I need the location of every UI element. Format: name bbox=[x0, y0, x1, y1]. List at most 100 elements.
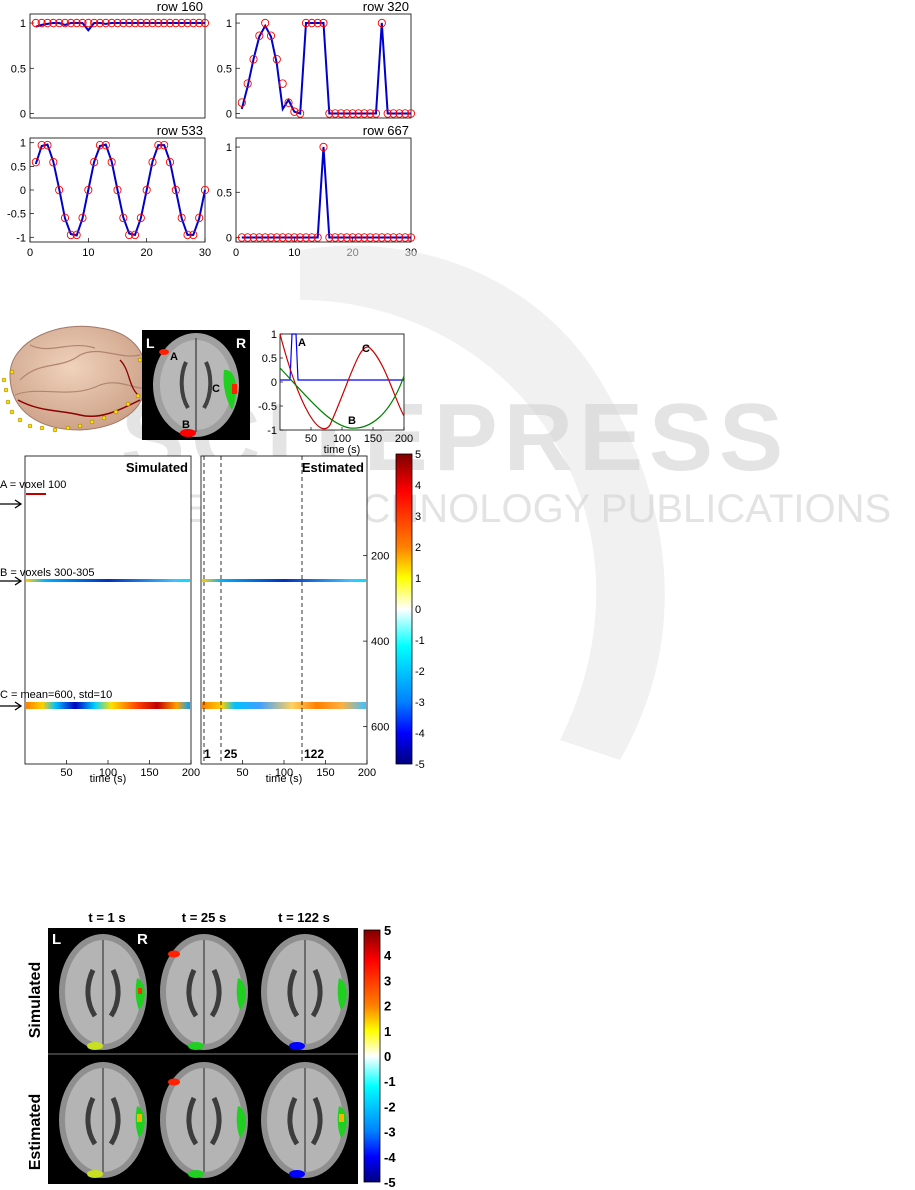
brain-slice bbox=[261, 1062, 349, 1178]
region-b bbox=[87, 1170, 103, 1178]
slice-label-c: C bbox=[212, 383, 220, 395]
colorbar-tick-label: 3 bbox=[384, 973, 391, 988]
simulated-point bbox=[336, 233, 346, 242]
y-tick-label: -0.5 bbox=[7, 209, 26, 221]
colorbar-tick-label: -1 bbox=[384, 1074, 396, 1089]
simulated-point bbox=[313, 18, 322, 28]
x-tick-label: 100 bbox=[275, 767, 293, 779]
region-b bbox=[188, 1170, 204, 1178]
simulated-point bbox=[177, 18, 186, 28]
simulated-point bbox=[331, 109, 340, 118]
estimated-series-line bbox=[34, 143, 206, 237]
brain-slice bbox=[59, 1062, 147, 1178]
simulated-point bbox=[383, 109, 392, 118]
y-tick-label: 0.5 bbox=[217, 63, 232, 75]
ventricles bbox=[85, 968, 121, 1018]
simulated-point bbox=[237, 233, 246, 242]
colorbar-tick-label: -4 bbox=[415, 728, 425, 740]
simulated-point bbox=[177, 213, 186, 223]
simulated-point bbox=[243, 79, 252, 88]
estimated-xlabel: time (s) bbox=[266, 773, 303, 785]
simulated-point bbox=[142, 185, 151, 195]
x-tick-label: 0 bbox=[233, 247, 239, 259]
simulated-point bbox=[60, 18, 70, 28]
simulated-title: Simulated bbox=[126, 460, 188, 475]
colorbar-tick-label: 4 bbox=[384, 948, 392, 963]
simulated-point bbox=[49, 157, 58, 167]
colorbar-tick-label: -3 bbox=[415, 697, 425, 709]
series-a-line bbox=[280, 333, 404, 381]
simulated-point bbox=[95, 140, 105, 150]
estimated-series-line bbox=[35, 22, 205, 32]
simulated-point bbox=[84, 185, 93, 195]
simulated-point bbox=[325, 109, 334, 118]
bottom-label-l: L bbox=[52, 931, 61, 948]
simulated-point bbox=[348, 233, 357, 242]
series-b-label: B bbox=[348, 415, 356, 427]
brain-slice bbox=[59, 934, 147, 1050]
simulated-point bbox=[183, 18, 192, 28]
simulated-point bbox=[290, 233, 299, 242]
y-tick-label: 200 bbox=[371, 551, 389, 563]
vline-1: 1 bbox=[204, 747, 211, 761]
brain-slice bbox=[160, 1062, 248, 1178]
x-tick-label: 0 bbox=[27, 247, 33, 259]
y-tick-label: 600 bbox=[371, 722, 389, 734]
simulated-point bbox=[389, 233, 398, 242]
simulated-point bbox=[406, 109, 416, 118]
panel-frame bbox=[29, 13, 206, 119]
annot-b: B = voxels 300-305 bbox=[0, 567, 94, 579]
simulated-point bbox=[249, 233, 258, 242]
simulated-point bbox=[189, 18, 198, 28]
annot-c: C = mean=600, std=10 bbox=[0, 689, 112, 701]
simulated-point bbox=[171, 185, 180, 195]
simulated-point bbox=[325, 233, 334, 242]
simulated-point bbox=[371, 109, 381, 118]
simulated-point bbox=[125, 230, 134, 240]
simulated-point bbox=[101, 18, 110, 28]
simulated-point bbox=[342, 109, 351, 118]
simulated-point bbox=[95, 18, 105, 28]
ventricles bbox=[85, 1096, 121, 1146]
simulated-point bbox=[348, 109, 357, 118]
colorbar-tick-label: -5 bbox=[384, 1175, 396, 1190]
simulated-point bbox=[37, 18, 46, 28]
panel-title: row 160 bbox=[157, 0, 203, 14]
simulated-point bbox=[290, 107, 299, 116]
simulated-point bbox=[360, 233, 369, 242]
simulated-point bbox=[148, 157, 157, 167]
panel-title: row 320 bbox=[363, 0, 409, 14]
colorbar-tick-label: 0 bbox=[415, 604, 421, 616]
series-a-label: A bbox=[298, 337, 306, 349]
y-tick-label: 1 bbox=[20, 18, 26, 30]
simulated-point bbox=[130, 18, 140, 28]
simulated-point bbox=[66, 230, 75, 240]
simulated-point bbox=[255, 233, 264, 242]
slice-label-a: A bbox=[170, 351, 178, 363]
estimated-series-line bbox=[241, 146, 411, 239]
simulated-point bbox=[266, 31, 276, 40]
simulated-point bbox=[377, 233, 386, 242]
y-tick-label: 0.5 bbox=[11, 161, 26, 173]
y-tick-label: 1 bbox=[226, 18, 232, 30]
simulated-point bbox=[237, 98, 246, 107]
simulated-point bbox=[37, 140, 46, 150]
slice-label-left: L bbox=[146, 335, 155, 351]
y-tick-label: 0.5 bbox=[217, 187, 232, 199]
y-tick-label: 0.5 bbox=[262, 353, 277, 365]
region-c-green bbox=[236, 978, 246, 1010]
x-tick-label: 10 bbox=[82, 247, 94, 259]
simulated-point bbox=[66, 18, 75, 28]
source-xlabel: time (s) bbox=[324, 444, 361, 456]
series-c-label: C bbox=[362, 343, 370, 355]
region-c-green bbox=[236, 1106, 246, 1138]
simulated-point bbox=[360, 109, 369, 118]
simulated-point bbox=[43, 140, 52, 150]
simulated-point bbox=[31, 18, 40, 28]
simulated-point bbox=[154, 140, 163, 150]
